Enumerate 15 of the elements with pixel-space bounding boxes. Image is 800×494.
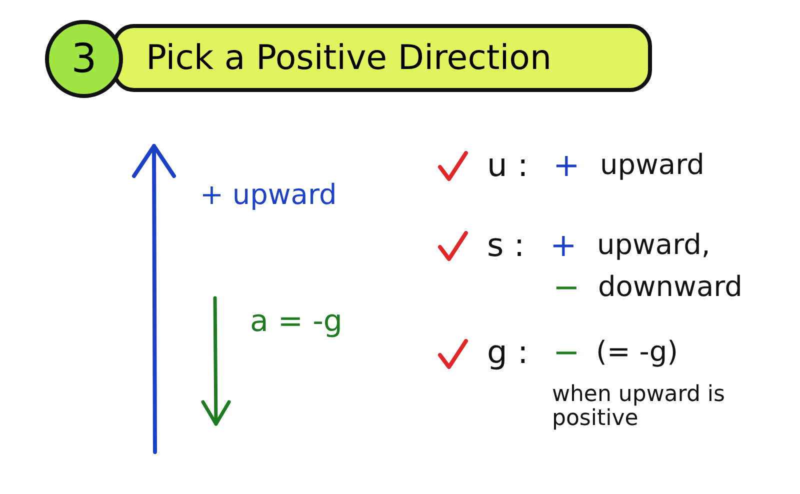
variable-label: u : [487,148,528,184]
minus-sign: − [553,270,580,306]
step-number-circle: 3 [45,20,123,98]
minus-sign: − [553,335,580,370]
variable-label: g : [487,335,528,370]
equation-text: (= -g) [596,337,678,368]
direction-text: upward [600,150,704,181]
direction-text: downward [598,272,742,303]
plus-sign: + [553,148,580,184]
note-text: when upward is positive [552,383,726,432]
equation-text: a = -g [250,305,342,338]
direction-text: upward, [597,230,710,261]
plus-sign: + [550,228,577,264]
variable-label: s : [487,228,525,264]
direction-text: + upward [200,180,337,211]
